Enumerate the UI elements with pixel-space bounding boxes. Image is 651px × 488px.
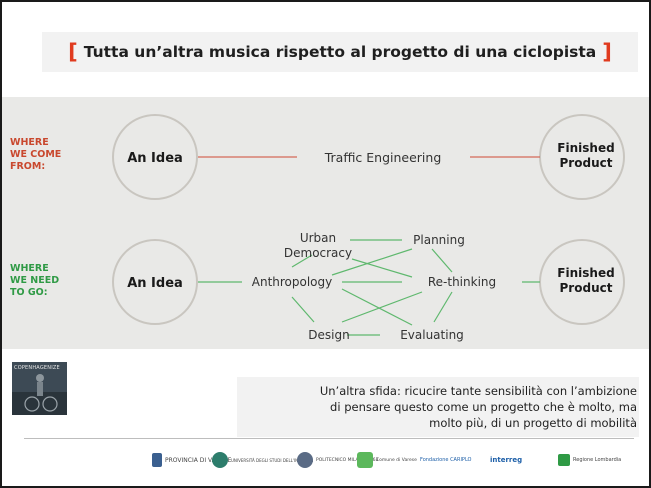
lombardia-rose-icon (558, 454, 570, 466)
row2-end-text-2: Product (560, 281, 613, 295)
cyclist-image-icon (12, 374, 67, 415)
edge-rethinking-evaluating (433, 291, 453, 323)
network-lines (198, 239, 540, 336)
node-anthropology: Anthropology (252, 275, 333, 289)
node-planning: Planning (413, 233, 465, 247)
row1-start-circle (112, 114, 198, 200)
comune-crest-icon (357, 452, 373, 468)
logo-interreg: interreg (490, 456, 523, 464)
edge-anthro-evaluating (341, 288, 413, 326)
row2-label-3: TO GO: (10, 287, 48, 298)
title-bracket-close: ] (602, 40, 612, 64)
caption: Un’altra sfida: ricucire tante sensibili… (237, 383, 637, 431)
caption-line-3: molto più, di un progetto di mobilità (429, 416, 637, 430)
row1-end-text-2: Product (560, 156, 613, 170)
row2-label-2: WE NEED (10, 275, 59, 286)
logo-politecnico: POLITECNICO MILANO 1863 (297, 450, 378, 470)
edge-planning-rethinking (431, 248, 453, 273)
caption-line-1: Un’altra sfida: ricucire tante sensibili… (319, 384, 637, 398)
politecnico-seal-icon (297, 452, 313, 468)
diagram-photo: WHERE WE COME FROM: An Idea Traffic Engi… (2, 97, 649, 349)
row1-middle-text: Traffic Engineering (324, 150, 442, 165)
book-thumbnail: COPENHAGENIZE (12, 362, 67, 415)
thumbnail-title: COPENHAGENIZE (14, 365, 60, 371)
slide-title: [ Tutta un’altra musica rispetto al prog… (42, 32, 638, 72)
logo-regione-lombardia: Regione Lombardia (558, 450, 621, 470)
partner-logos: PROVINCIA DI VARESE UNIVERSITÀ DEGLI STU… (2, 442, 649, 482)
edge-anthro-planning (331, 248, 413, 276)
row2-start-circle (112, 239, 198, 325)
row2-label-1: WHERE (10, 263, 49, 274)
row1-start-text: An Idea (127, 151, 183, 166)
slide-title-text: Tutta un’altra musica rispetto al proget… (83, 43, 597, 61)
title-bar: [ Tutta un’altra musica rispetto al prog… (42, 32, 638, 72)
node-rethinking: Re-thinking (428, 275, 496, 289)
row2-start-text: An Idea (127, 276, 183, 291)
edge-design-rethinking (341, 291, 423, 323)
node-democracy: Democracy (284, 246, 352, 260)
logo-insubria: UNIVERSITÀ DEGLI STUDI DELL'INSUBRIA (212, 450, 313, 470)
row1-end-text-1: Finished (557, 141, 614, 155)
row1-label-2: WE COME (10, 149, 61, 160)
row2-end-text-1: Finished (557, 266, 614, 280)
edge-anthro-urban (291, 254, 313, 268)
title-bracket-open: [ (68, 40, 78, 64)
diagram-svg: WHERE WE COME FROM: An Idea Traffic Engi… (10, 114, 625, 342)
edge-anthro-design (291, 296, 315, 323)
node-urban: Urban (300, 231, 336, 245)
logo-cariplo: Fondazione CARIPLO (420, 457, 472, 463)
logo-provincia-varese: PROVINCIA DI VARESE (152, 450, 231, 470)
logo-comune-varese: Comune di Varese (357, 450, 417, 470)
node-evaluating: Evaluating (400, 328, 464, 342)
insubria-seal-icon (212, 452, 228, 468)
footer-divider (24, 438, 634, 439)
node-design: Design (308, 328, 349, 342)
edge-urban-rethinking (351, 258, 413, 278)
row1-label-1: WHERE (10, 137, 49, 148)
caption-line-2: di pensare questo come un progetto che è… (330, 400, 637, 414)
row1-label-3: FROM: (10, 161, 45, 172)
provincia-crest-icon (152, 453, 162, 467)
caption-background (237, 377, 639, 437)
